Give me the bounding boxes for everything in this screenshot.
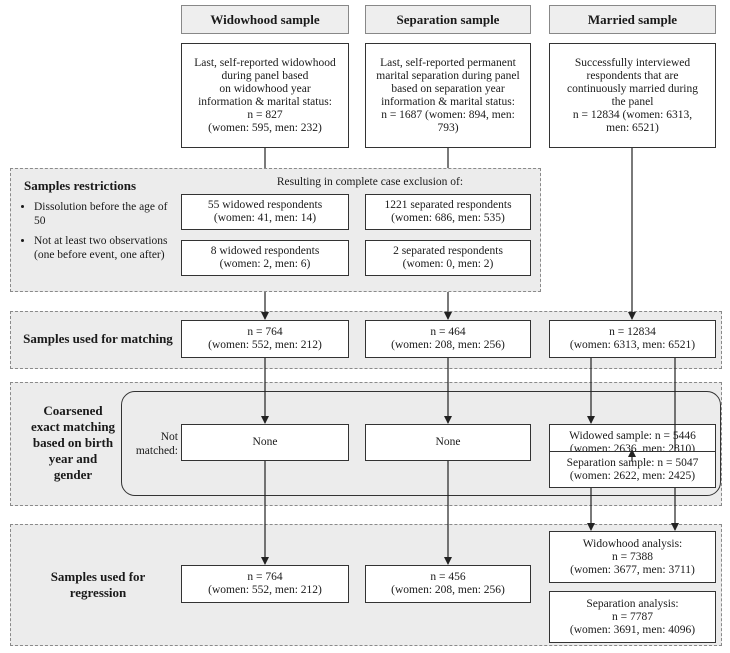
matching-widowhood-box: n = 764 (women: 552, men: 212) [181,320,349,358]
matching-separation-box: n = 464 (women: 208, men: 256) [365,320,531,358]
married-header: Married sample [549,5,716,34]
cem-separation-none-box: None [365,424,531,461]
bullet-dissolution: Dissolution before the age of 50 [34,200,178,228]
widowhood-sample-box: Last, self-reported widowhood during pan… [181,43,349,148]
widowed-observations-box: 8 widowed respondents (women: 2, men: 6) [181,240,349,276]
bullet-observations: Not at least two observations (one befor… [34,234,178,262]
cem-rounded-frame [121,391,721,496]
matching-title: Samples used for matching [23,331,173,346]
married-sample-box: Successfully interviewed respondents tha… [549,43,716,148]
cem-title: Coarsened exact matching based on birth … [30,403,116,482]
widowhood-analysis-box: Widowhood analysis: n = 7388 (women: 367… [549,531,716,583]
separated-dissolution-box: 1221 separated respondents (women: 686, … [365,194,531,230]
regression-widowhood-box: n = 764 (women: 552, men: 212) [181,565,349,603]
regression-separation-box: n = 456 (women: 208, men: 256) [365,565,531,603]
restriction-bullets: Dissolution before the age of 50 Not at … [18,200,178,268]
resulting-label: Resulting in complete case exclusion of: [276,176,464,188]
not-matched-label: Not matched: [135,431,178,457]
separated-observations-box: 2 separated respondents (women: 0, men: … [365,240,531,276]
regression-title: Samples used for regression [50,569,146,600]
widowed-dissolution-box: 55 widowed respondents (women: 41, men: … [181,194,349,230]
cem-widowhood-none-box: None [181,424,349,461]
matching-married-box: n = 12834 (women: 6313, men: 6521) [549,320,716,358]
widowhood-header: Widowhood sample [181,5,349,34]
restrictions-title: Samples restrictions [24,178,137,193]
separation-analysis-box: Separation analysis: n = 7787 (women: 36… [549,591,716,643]
separation-sample-box: Last, self-reported permanent marital se… [365,43,531,148]
separation-header: Separation sample [365,5,531,34]
